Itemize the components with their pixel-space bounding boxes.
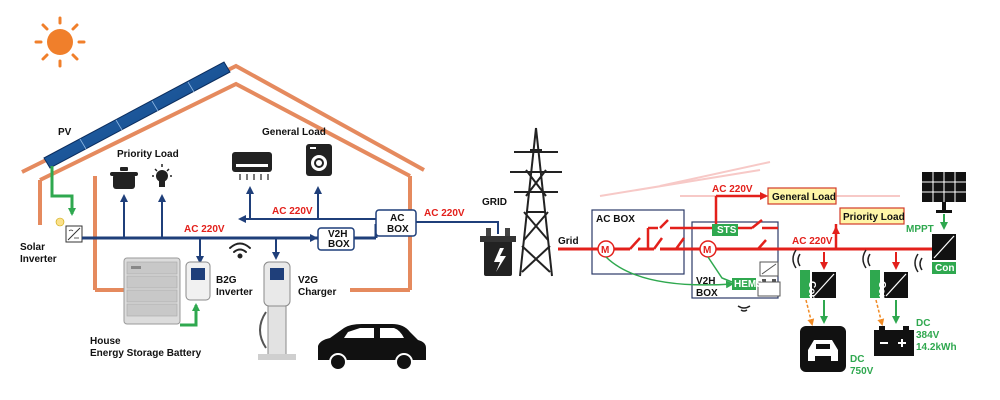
schematic-general-load-label: General Load: [772, 192, 836, 203]
energy-storage-battery-icon: [123, 257, 181, 325]
ac-box-switches: [629, 219, 700, 250]
sts-label: STS: [717, 225, 737, 236]
washing-machine-icon: [306, 144, 332, 176]
priority-load-label: Priority Load: [117, 149, 179, 160]
con-box-1: [800, 270, 810, 298]
sts-box: [712, 224, 738, 236]
dc-car-label-1: DC: [850, 354, 864, 365]
con-box-2: [870, 270, 880, 298]
b2g-inverter-label-2: Inverter: [216, 287, 253, 298]
schematic-grid-label: Grid: [558, 236, 579, 247]
dc-battery-label-3: 14.2kWh: [916, 342, 957, 353]
ac-box-label-1: AC: [390, 213, 404, 224]
b2g-inverter-icon: [185, 261, 211, 301]
v2g-charger-label-2: Charger: [298, 287, 336, 298]
schematic-ac-220v-top-label: AC 220V: [712, 184, 753, 195]
mppt-label: MPPT: [906, 224, 934, 235]
battery-label-1: House: [90, 336, 121, 347]
schematic-v2h-box-label-1: V2H: [696, 276, 715, 287]
house-roof: [21, 63, 425, 182]
pv-to-inverter-line: [50, 166, 76, 216]
wireless-icon: [737, 249, 923, 312]
mppt-con-label: Con: [935, 263, 954, 274]
converter-icon: [812, 272, 908, 298]
schematic-ac-box-label: AC BOX: [596, 214, 635, 225]
pv-label: PV: [58, 127, 72, 138]
v2g-charger-icon: [258, 261, 296, 360]
meter-label-2: M: [703, 245, 711, 256]
air-conditioner-icon: [232, 152, 272, 180]
light-bulb-icon: [152, 164, 172, 187]
transmission-tower-icon: [510, 127, 562, 277]
dc-battery-label-2: 384V: [916, 330, 940, 341]
wifi-icon: [229, 242, 251, 259]
ac-box-label-2: BOX: [387, 224, 409, 235]
hems-device-icon: [757, 261, 781, 297]
b2g-inverter-label-1: B2G: [216, 275, 237, 286]
general-load-label: General Load: [262, 127, 326, 138]
con-label-2: Con: [876, 281, 887, 300]
dc-battery-icon: [874, 326, 914, 356]
solar-inverter-icon: [55, 217, 83, 243]
solar-panel-icon: [922, 172, 966, 213]
transformer-icon: [480, 228, 516, 276]
solar-inverter-label-2: Inverter: [20, 254, 57, 265]
dc-car-label-2: 750V: [850, 366, 874, 377]
car-icon: [318, 324, 426, 371]
schematic-priority-load-box: [839, 207, 905, 225]
v2g-charger-label-1: V2G: [298, 275, 318, 286]
v2h-box-label-2: BOX: [328, 239, 350, 250]
mppt-converter-icon: [932, 234, 956, 260]
schematic-general-load-box: [767, 187, 837, 205]
grid-label: GRID: [482, 197, 507, 208]
hems-label: HEMS: [734, 279, 763, 290]
ac-220v-general-label: AC 220V: [272, 206, 313, 217]
sun-icon: [34, 16, 86, 68]
meter-label-1: M: [601, 245, 609, 256]
battery-label-2: Energy Storage Battery: [90, 348, 202, 359]
schematic-priority-load-label: Priority Load: [843, 212, 905, 223]
hems-box: [732, 278, 756, 290]
pv-panel-icon: [43, 61, 231, 169]
con-label-1: Con: [806, 281, 817, 300]
mppt-con-box: [932, 262, 956, 274]
schematic-v2h-box-label-2: BOX: [696, 288, 718, 299]
v2h-box-label-1: V2H: [328, 229, 347, 240]
solar-inverter-label-1: Solar: [20, 242, 45, 253]
v2h-box: [317, 227, 355, 251]
schematic-ac-220v-mid-label: AC 220V: [792, 236, 833, 247]
sts-branch: [700, 194, 778, 250]
ac-220v-grid-label: AC 220V: [424, 208, 465, 219]
ac-220v-bus-label: AC 220V: [184, 224, 225, 235]
ev-car-icon: [800, 326, 846, 372]
cooker-icon: [110, 167, 138, 189]
dc-battery-label-1: DC: [916, 318, 930, 329]
